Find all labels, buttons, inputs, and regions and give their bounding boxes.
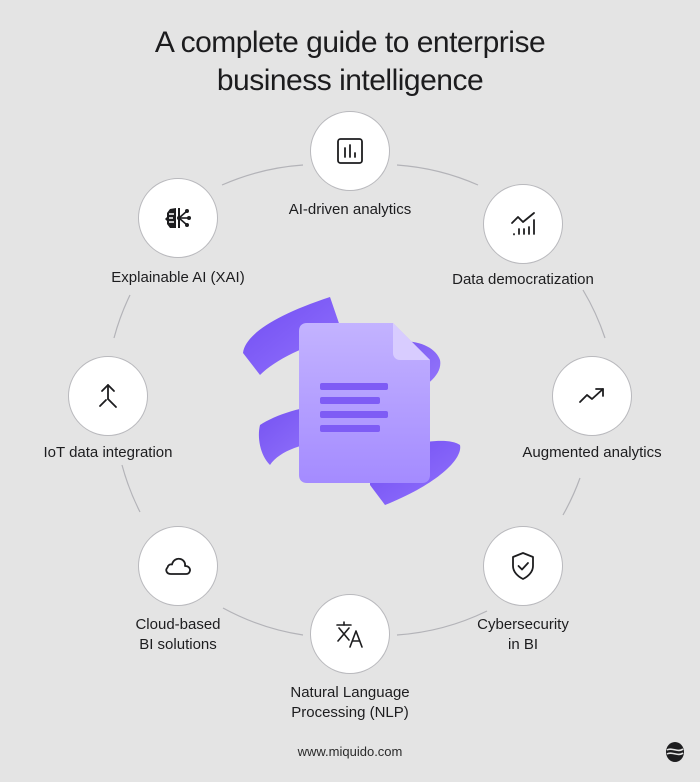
label-cybersecurity: Cybersecurity in BI (477, 616, 569, 653)
node-data-democratization (483, 184, 563, 264)
label-augmented-analytics: Augmented analytics (522, 444, 662, 461)
node-cybersecurity (483, 526, 563, 606)
trend-bars-icon (511, 212, 535, 236)
cloud-icon (165, 557, 191, 575)
node-cloud-bi (138, 526, 218, 606)
label-ai-driven-analytics: AI-driven analytics (288, 201, 412, 218)
miquido-logo-icon (666, 742, 684, 762)
shield-check-icon (512, 552, 534, 580)
node-iot-integration (68, 356, 148, 436)
node-nlp (310, 594, 390, 674)
label-cloud-bi: Cloud-based BI solutions (135, 616, 221, 653)
trending-up-icon (579, 388, 604, 403)
label-data-democratization: Data democratization (452, 271, 594, 288)
ai-brain-icon (165, 208, 191, 228)
node-augmented-analytics (552, 356, 632, 436)
node-xai (138, 178, 218, 258)
label-xai: Explainable AI (XAI) (111, 269, 245, 286)
title-line-1: A complete guide to enterprise (154, 26, 546, 59)
merge-arrow-icon (99, 384, 117, 408)
document-icon (243, 297, 461, 505)
footer-url[interactable]: www.miquido.com (297, 744, 403, 759)
label-iot-integration: IoT data integration (43, 444, 173, 461)
page-title: A complete guide to enterprise business … (0, 24, 700, 100)
translate-icon (336, 621, 363, 648)
title-line-2: business intelligence (216, 64, 484, 97)
label-nlp: Natural Language Processing (NLP) (290, 684, 410, 721)
bar-chart-icon (337, 138, 363, 164)
node-ai-driven-analytics (310, 111, 390, 191)
